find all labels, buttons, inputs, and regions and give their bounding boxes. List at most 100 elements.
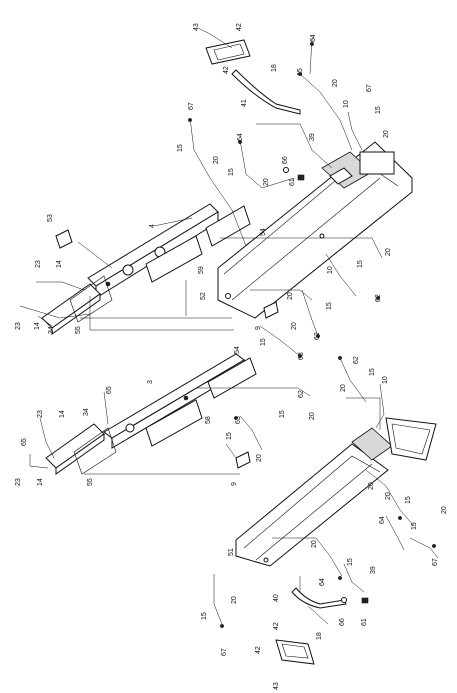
label-51: 51 [228,548,235,556]
label-20: 20 [287,292,294,300]
label-3: 3 [147,380,154,384]
label-42: 42 [236,23,243,31]
label-20: 20 [385,248,392,256]
mirror-head-lower [275,639,315,665]
label-9: 9 [255,326,262,330]
label-20: 20 [368,482,375,490]
label-10: 10 [382,376,389,384]
label-66: 66 [282,156,289,164]
label-20: 20 [383,130,390,138]
label-15: 15 [411,522,418,530]
label-34: 34 [83,408,90,416]
label-40: 40 [273,594,280,602]
label-64: 64 [310,34,317,42]
label-41: 41 [241,99,248,107]
label-39: 39 [370,566,377,574]
washer-66-upper [283,167,289,173]
label-23: 23 [15,478,22,486]
label-20: 20 [332,79,339,87]
label-9: 9 [231,482,238,486]
label-4: 4 [149,224,156,228]
label-20: 20 [291,322,298,330]
label-62: 62 [353,356,360,364]
bracket-9-upper [263,301,279,319]
label-20: 20 [311,540,318,548]
label-15: 15 [297,68,304,76]
washer-66-lower [341,597,347,603]
label-61: 61 [361,618,368,626]
label-15: 15 [326,302,333,310]
label-52: 52 [200,292,207,300]
label-64: 64 [319,578,326,586]
label-15: 15 [375,106,382,114]
plates-upper [145,205,251,283]
label-15: 15 [228,168,235,176]
label-64: 64 [379,516,386,524]
label-20: 20 [263,178,270,186]
label-14: 14 [37,478,44,486]
label-42: 42 [273,622,280,630]
label-20: 20 [231,596,238,604]
label-20: 20 [256,454,263,462]
label-64: 64 [237,133,244,141]
label-42: 42 [223,66,230,74]
label-20: 20 [213,156,220,164]
leaders-lower [29,357,439,625]
label-43: 43 [193,23,200,31]
label-15: 15 [226,432,233,440]
label-23: 23 [35,260,42,268]
fastener-dots [188,42,436,628]
pad-lower [45,423,117,475]
label-15: 15 [347,558,354,566]
label-67: 67 [432,558,439,566]
mirror-arm-lower [291,587,347,609]
label-10: 10 [327,266,334,274]
label-23: 23 [15,322,22,330]
label-55: 55 [75,326,82,334]
label-62: 62 [298,390,305,398]
label-15: 15 [369,368,376,376]
label-54: 54 [260,228,267,236]
label-65: 65 [21,438,28,446]
label-39: 39 [309,133,316,141]
label-15: 15 [279,410,286,418]
label-59: 59 [198,266,205,274]
housing-block-lower [351,417,437,461]
label-23: 23 [37,410,44,418]
leaders-upper [19,27,383,357]
label-67: 67 [188,102,195,110]
label-65: 65 [106,386,113,394]
label-20: 20 [340,384,347,392]
nut-61-upper [297,174,305,181]
mirror-arm-upper [231,69,301,115]
label-14: 14 [56,260,63,268]
label-15: 15 [201,612,208,620]
label-34: 34 [48,326,55,334]
label-58: 58 [205,416,212,424]
bracket-9-lower [235,451,251,469]
label-15: 15 [405,496,412,504]
label-20: 20 [385,492,392,500]
label-15: 15 [177,144,184,152]
nut-61-lower [361,597,369,604]
label-14: 14 [59,410,66,418]
label-67: 67 [366,84,373,92]
label-63: 63 [235,416,242,424]
label-20: 20 [309,412,316,420]
base-panel-lower [235,443,389,567]
label-10: 10 [343,100,350,108]
label-67: 67 [221,648,228,656]
label-43: 43 [273,682,280,690]
label-66: 66 [339,618,346,626]
label-54: 54 [234,346,241,354]
reference-numbers: 43 42 64 15 20 67 10 15 20 42 18 41 67 1… [15,23,448,690]
mirror-head-upper [205,39,251,65]
label-61: 61 [289,178,296,186]
label-15: 15 [357,260,364,268]
label-53: 53 [47,214,54,222]
label-14: 14 [34,322,41,330]
label-18: 18 [271,64,278,72]
label-15: 15 [260,338,267,346]
